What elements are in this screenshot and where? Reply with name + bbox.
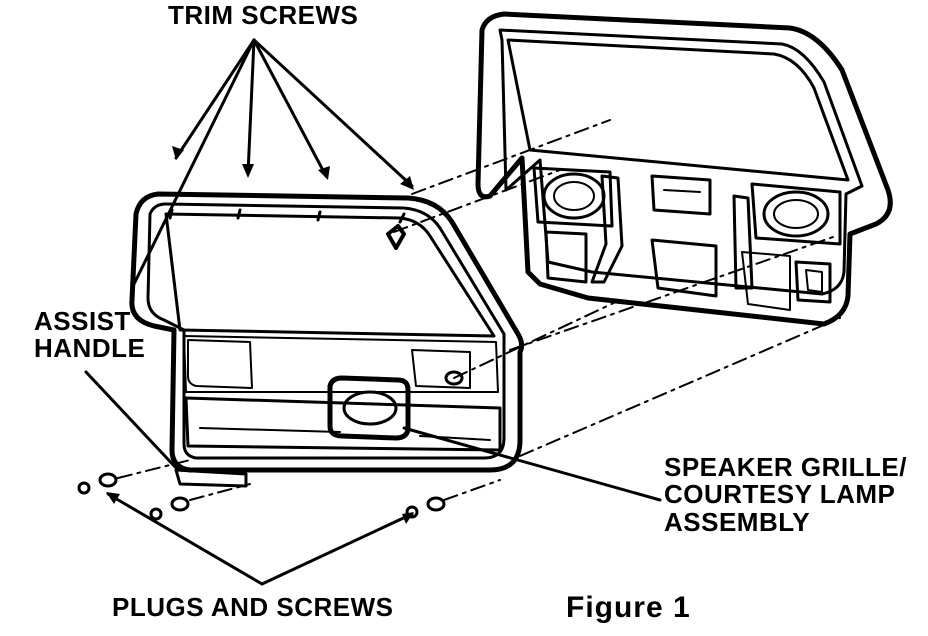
plugs-arrowheads [106,492,414,524]
leader-assist-handle [84,370,180,472]
speaker-grille-label: SPEAKER GRILLE/ COURTESY LAMP ASSEMBLY [664,452,907,537]
trim-screws-label: TRIM SCREWS [168,0,359,30]
speaker-grille-label-line3: ASSEMBLY [664,506,811,537]
assist-handle-label-line1: ASSIST [34,306,131,336]
leader-speaker-grille [402,426,662,502]
plugs-and-screws-parts [77,224,464,521]
leader-plugs-screws [106,492,414,586]
assist-handle-label: ASSIST HANDLE [34,306,146,364]
alignment-lines [117,119,841,501]
door-inner-speaker-right [750,182,842,246]
assist-handle [174,468,248,488]
trim-screw-arrowheads [172,146,414,190]
speaker-grille-label-line2: COURTESY LAMP [664,479,896,510]
leader-trim-screws [132,38,414,286]
door-inner-shell [475,11,893,327]
plugs-and-screws-label: PLUGS AND SCREWS [112,592,394,622]
door-trim-panel [129,191,525,473]
figure-caption: Figure 1 [566,591,691,624]
speaker-grille [327,375,411,441]
assist-handle-label-line2: HANDLE [34,333,146,364]
speaker-grille-label-line1: SPEAKER GRILLE/ [664,452,907,482]
